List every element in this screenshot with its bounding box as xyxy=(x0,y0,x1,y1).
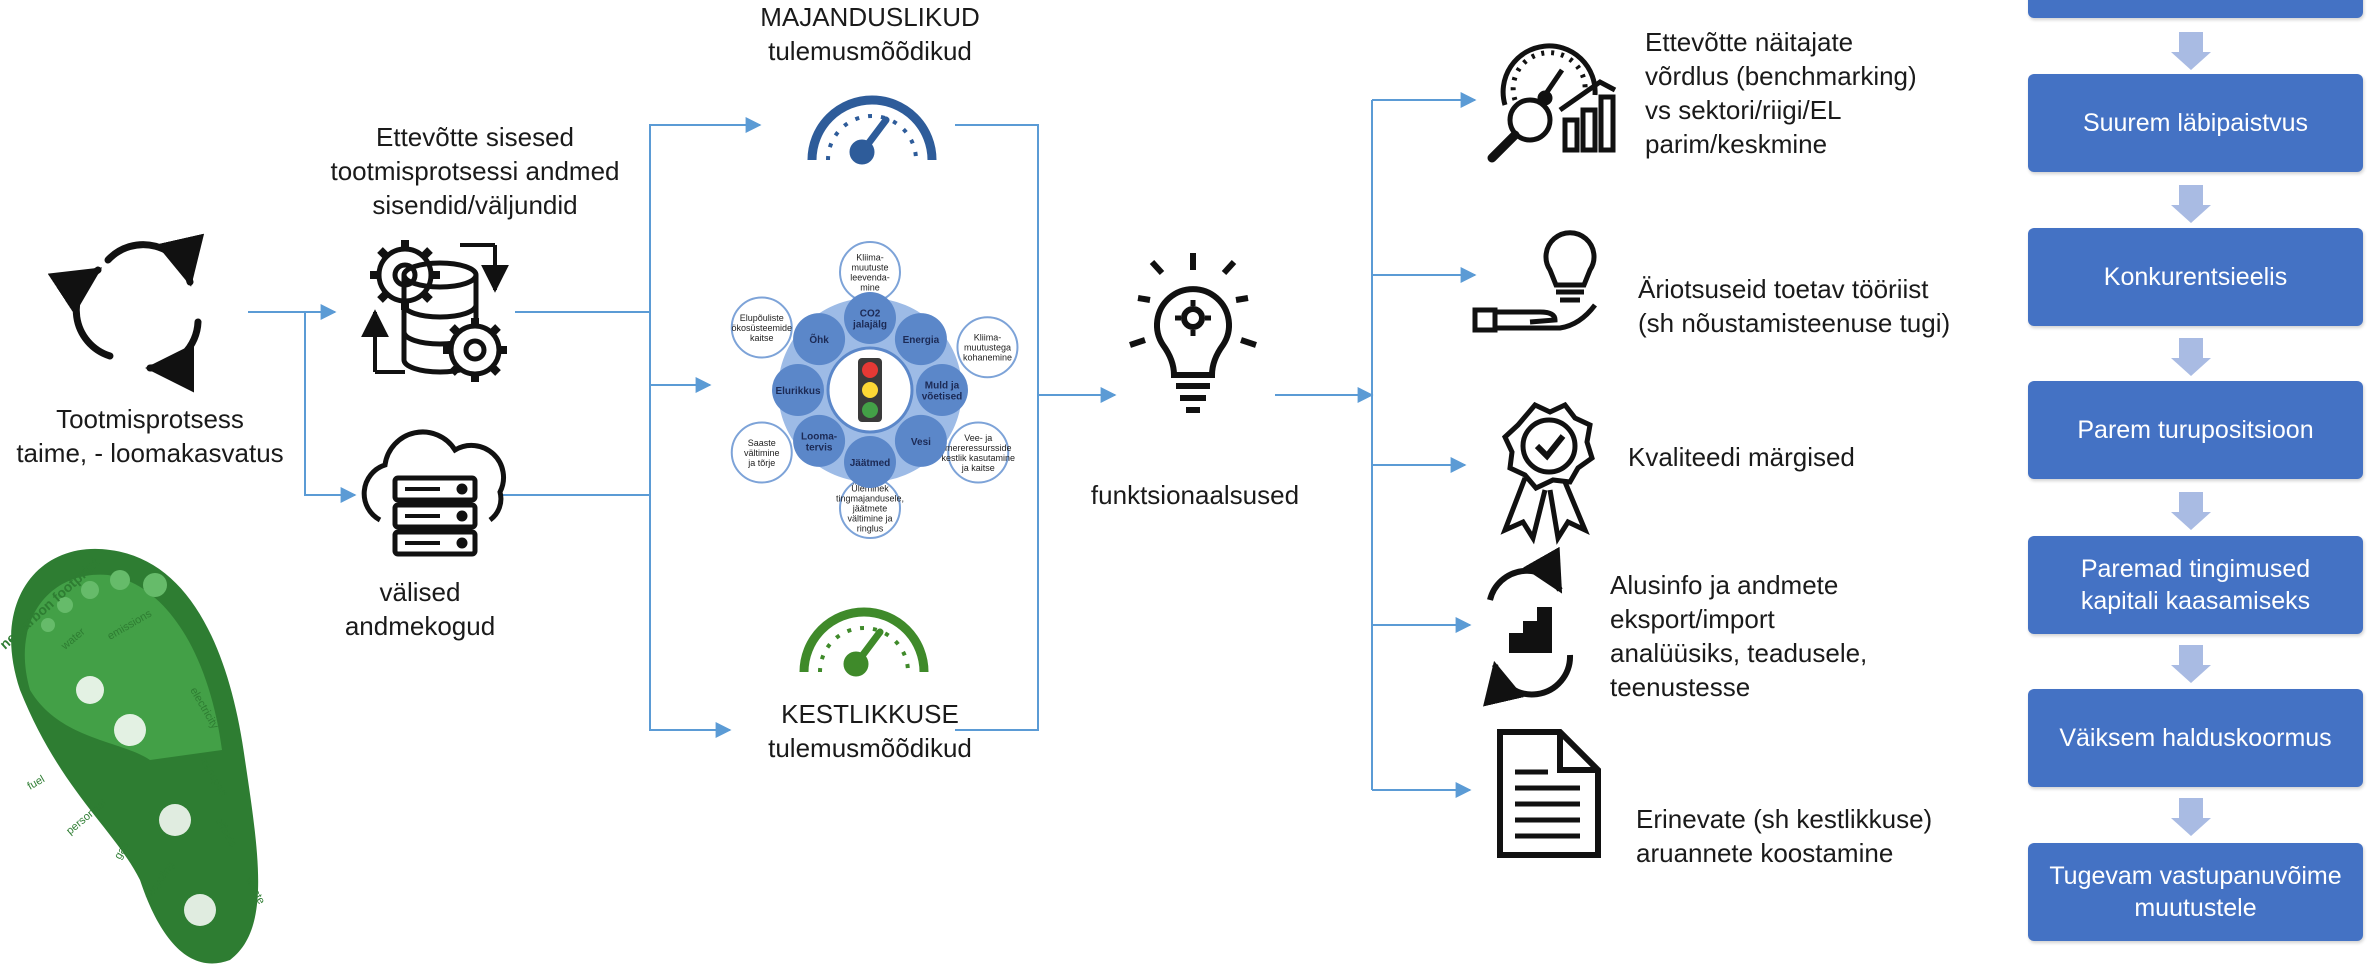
lightbulb-gear-icon xyxy=(1129,253,1257,413)
benefit-box-top xyxy=(2028,0,2363,18)
benchmark-icon xyxy=(1487,43,1617,163)
carbon-footprint-image: ne carbon footprint xyxy=(0,548,259,964)
footprint-label: fuel xyxy=(26,773,47,792)
wheel-inner-label: Energia xyxy=(903,335,940,346)
process-label: Tootmisprotsess taime, - loomakasvatus xyxy=(16,404,284,468)
benefit-box-resilience: Tugevam vastupanuvõime muutustele xyxy=(2028,843,2363,941)
feature-label-data-exchange: Alusinfo ja andmete eksport/import analü… xyxy=(1610,570,1868,702)
connector-lines xyxy=(248,92,1477,798)
wheel-inner-label: Jäätmed xyxy=(850,458,891,469)
wheel-inner-label: Vesi xyxy=(911,437,931,448)
sustainability-metrics-label: KESTLIKKUSE tulemusmõõdikud xyxy=(768,699,972,763)
wheel-inner-segment xyxy=(793,414,846,467)
external-data-label: välised andmekogud xyxy=(344,577,496,641)
traffic-light-lamp xyxy=(862,402,878,418)
benefit-box-capital-conditions: Paremad tingimused kapitali kaasamiseks xyxy=(2028,536,2363,634)
traffic-light-lamp xyxy=(862,362,878,378)
wheel-outer-bubble xyxy=(947,421,1010,484)
feature-label-quality-marks: Kvaliteedi märgised xyxy=(1628,442,1855,472)
traffic-light-lamp xyxy=(862,382,878,398)
internal-data-label: Ettevõtte sisesed tootmisprotsessi andme… xyxy=(330,122,620,220)
wheel-outer-bubble xyxy=(956,316,1019,379)
feature-label-decision-tool: Äriotsuseid toetav tööriist (sh nõustami… xyxy=(1638,274,1951,338)
functions-label: funktsionaalsused xyxy=(1090,480,1300,510)
sustainability-gauge-icon xyxy=(799,607,929,677)
wheel-inner-segment xyxy=(894,414,947,467)
cloud-server-icon xyxy=(361,429,506,557)
economic-metrics-label: MAJANDUSLIKUD tulemusmõõdikud xyxy=(760,2,980,66)
wheel-inner-segment xyxy=(772,364,824,416)
wheel-inner-label: Looma-tervis xyxy=(801,431,837,453)
wheel-inner-segment xyxy=(844,292,896,344)
wheel-inner-segment xyxy=(916,364,968,416)
wheel-inner-label: Elurikkus xyxy=(775,386,820,397)
feature-label-reports: Erinevate (sh kestlikkuse) aruannete koo… xyxy=(1636,804,1933,868)
wheel-outer-bubble xyxy=(730,421,793,484)
data-exchange-icon xyxy=(1483,546,1574,707)
wheel-outer-bubble xyxy=(730,296,793,359)
benefit-box-market-position: Parem turupositsioon xyxy=(2028,381,2363,479)
economic-gauge-icon xyxy=(807,95,937,165)
recycle-cycle-icon xyxy=(47,233,205,393)
wheel-inner-segment xyxy=(793,313,846,366)
wheel-inner-segment xyxy=(844,436,896,488)
benefit-box-admin-burden: Väiksem halduskoormus xyxy=(2028,689,2363,787)
report-document-icon xyxy=(1497,729,1601,858)
wheel-inner-label: Õhk xyxy=(809,333,829,346)
quality-badge-icon xyxy=(1500,401,1595,545)
benefit-box-transparency: Suurem läbipaistvus xyxy=(2028,74,2363,172)
lightbulb-hand-icon xyxy=(1472,230,1597,333)
wheel-inner-segment xyxy=(894,313,947,366)
feature-label-benchmark: Ettevõtte näitajate võrdlus (benchmarkin… xyxy=(1645,27,1917,159)
gears-database-icon xyxy=(361,240,509,382)
benefit-box-competitive-edge: Konkurentsieelis xyxy=(2028,228,2363,326)
